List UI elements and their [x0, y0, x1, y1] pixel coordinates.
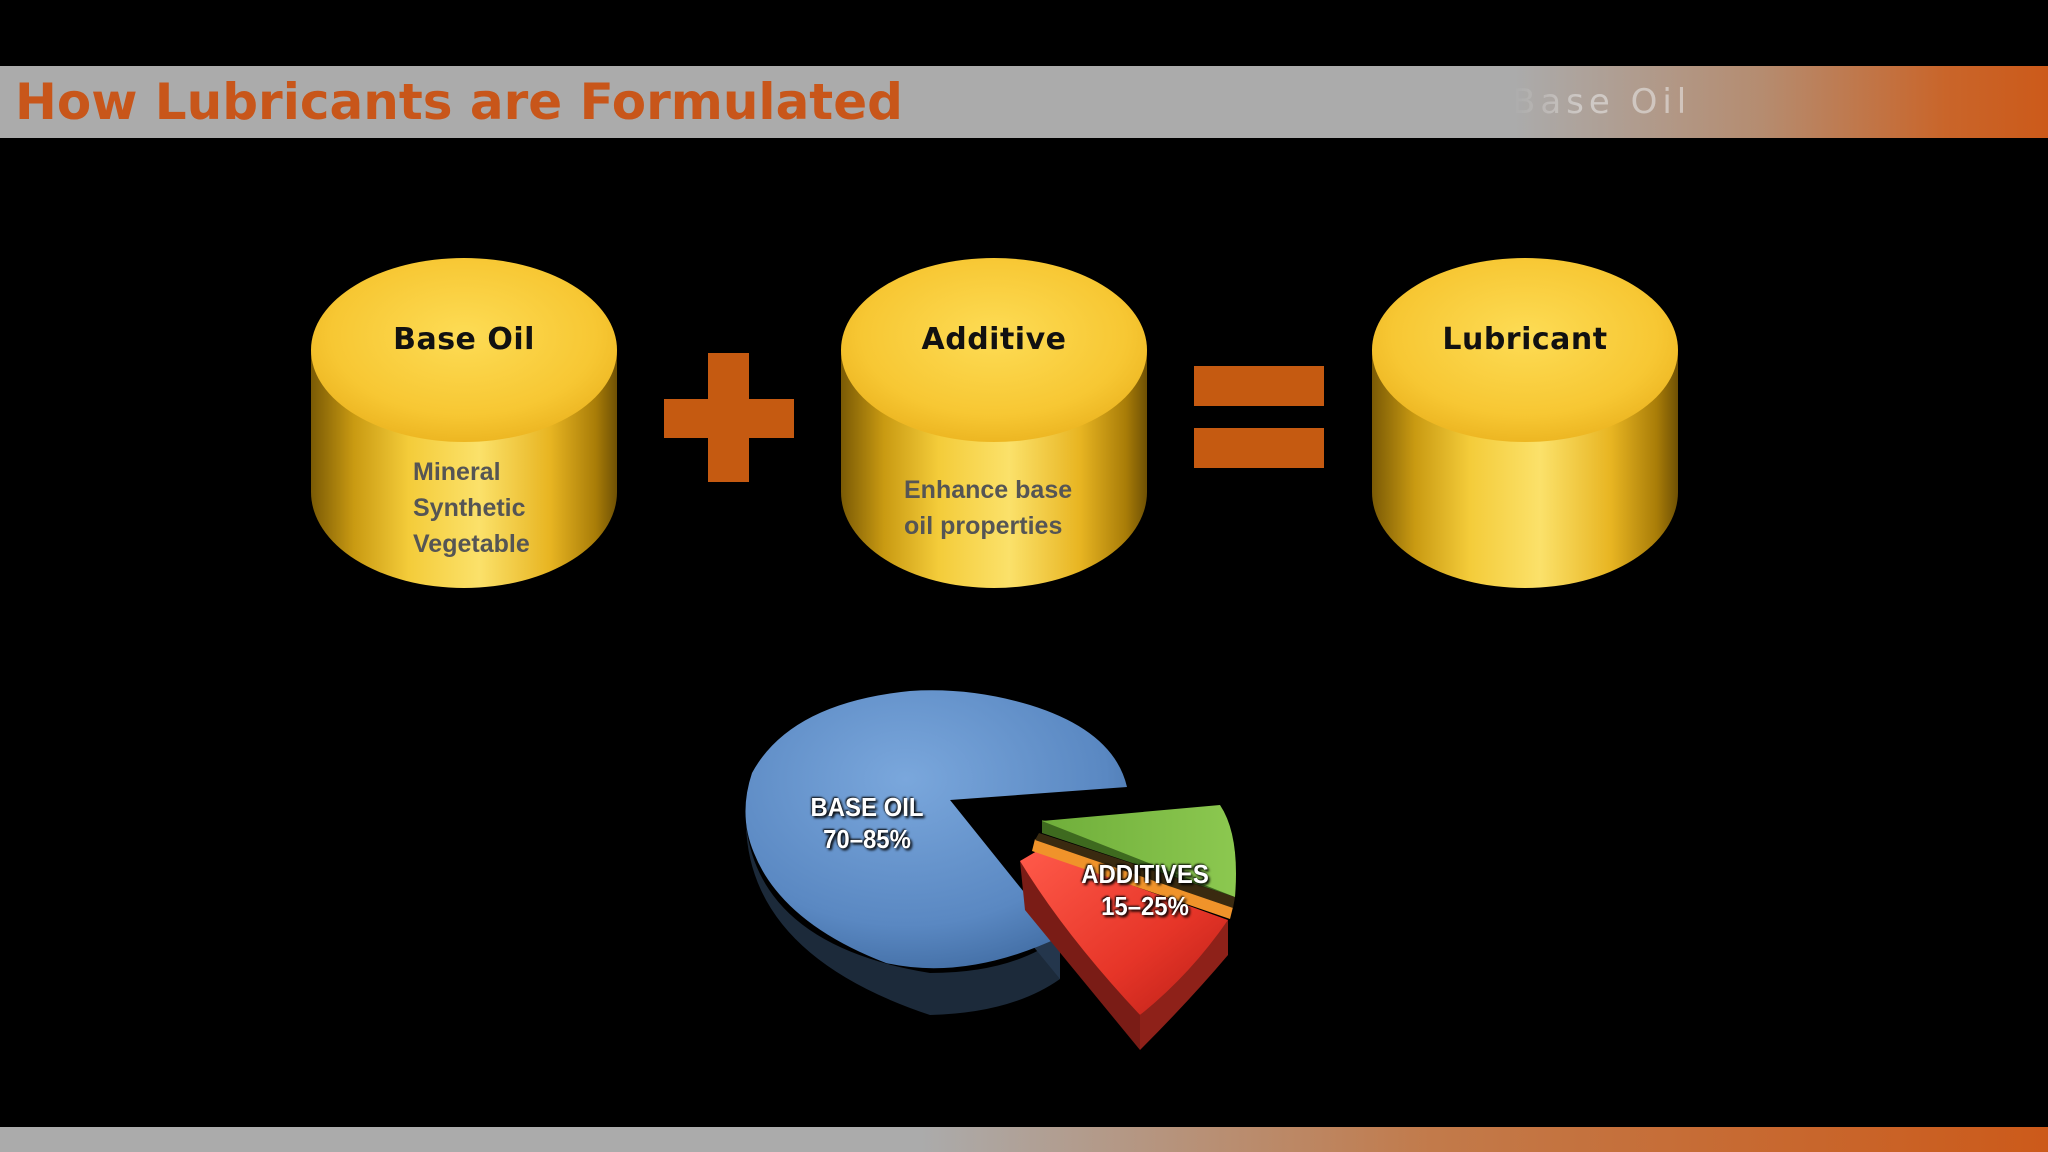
cylinder-label: Lubricant: [1442, 322, 1608, 357]
ghost-title: Base Oil: [1512, 82, 1692, 122]
type-synthetic: Synthetic: [413, 494, 526, 522]
title-bar: How Lubricants are Formulated Base Oil: [0, 66, 2048, 138]
cylinder-graphic: [841, 258, 1147, 588]
additives-range: 15–25%: [1101, 891, 1189, 921]
equals-bottom-bar: [1194, 428, 1324, 468]
slide-title: How Lubricants are Formulated: [15, 73, 903, 131]
additive-dark-slice: [1035, 833, 1235, 908]
cylinder-label: Additive: [921, 322, 1067, 357]
base-oil-slice: [745, 690, 1127, 969]
base-oil-cylinder: Base Oil Mineral Synthetic Vegetable: [309, 258, 619, 590]
description-line-1: Enhance base: [904, 476, 1073, 504]
lubricant-cylinder: Lubricant: [1370, 258, 1680, 590]
base-oil-types: Mineral Synthetic Vegetable: [413, 454, 530, 562]
additive-orange-slice: [1032, 839, 1233, 919]
additives-pie-label: ADDITIVES 15–25%: [1067, 858, 1223, 922]
additive-description: Enhance base oil properties: [904, 472, 1072, 544]
cylinder-graphic: [1372, 258, 1678, 588]
composition-pie: BASE OIL 70–85% ADDITIVES 15–25%: [730, 675, 1260, 1075]
additive-red-side-right: [1140, 920, 1228, 1050]
pie-graphic: [745, 690, 1236, 1050]
additive-cylinder: Additive Enhance base oil properties: [839, 258, 1149, 590]
base-oil-slice-side: [746, 825, 1060, 1015]
additive-red-slice: [1020, 851, 1228, 1015]
type-vegetable: Vegetable: [413, 530, 530, 558]
plus-vertical-bar: [708, 353, 749, 482]
additive-green-slice: [1042, 805, 1236, 897]
equals-top-bar: [1194, 366, 1324, 406]
type-mineral: Mineral: [413, 458, 501, 486]
base-oil-range: 70–85%: [823, 824, 911, 854]
description-line-2: oil properties: [904, 512, 1063, 540]
additive-red-side: [1020, 861, 1140, 1050]
cylinder-label: Base Oil: [393, 322, 535, 357]
base-oil-pie-label: BASE OIL 70–85%: [780, 791, 955, 855]
cylinder-graphic: [311, 258, 617, 588]
additives-name: ADDITIVES: [1081, 859, 1209, 889]
bottom-bar: [0, 1127, 2048, 1152]
base-oil-name: BASE OIL: [810, 792, 924, 822]
